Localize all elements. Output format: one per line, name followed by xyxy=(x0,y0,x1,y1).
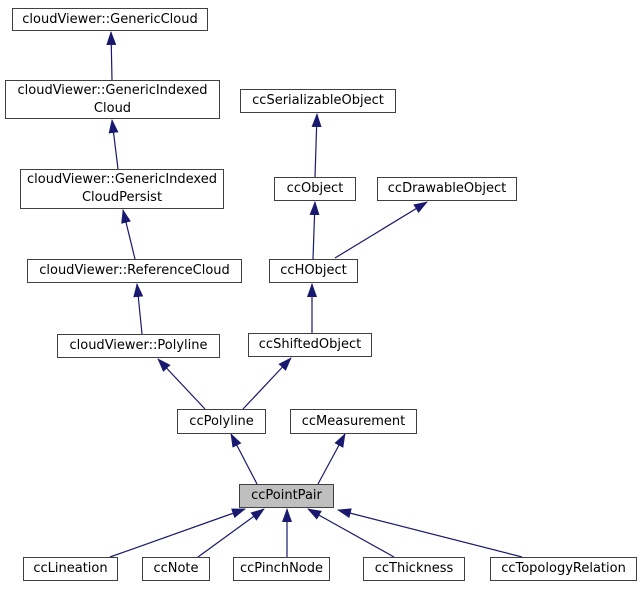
node-label: ccSerializableObject xyxy=(252,93,384,108)
edge-genericindexedcloud-to-genericcloud xyxy=(106,31,117,81)
edge-ccpolyline-to-ccshiftedobject xyxy=(242,357,292,410)
node-ccobject[interactable]: ccObject xyxy=(274,177,356,201)
node-cloudviewer-referencecloud[interactable]: cloudViewer::ReferenceCloud xyxy=(27,259,242,283)
node-ccnote[interactable]: ccNote xyxy=(142,557,210,581)
node-cclineation[interactable]: ccLineation xyxy=(23,557,118,581)
node-label-line2: Cloud xyxy=(93,100,132,116)
edge-polyline-to-referencecloud xyxy=(133,283,144,335)
node-label: ccMeasurement xyxy=(301,413,406,429)
node-label: ccThickness xyxy=(374,561,454,576)
node-label: ccPolyline xyxy=(189,413,254,429)
node-label: cloudViewer::GenericIndexed xyxy=(27,172,217,187)
node-label: cloudViewer::ReferenceCloud xyxy=(39,263,230,278)
node-cloudviewer-polyline[interactable]: cloudViewer::Polyline xyxy=(57,334,220,358)
node-ccdrawableobject[interactable]: ccDrawableObject xyxy=(377,177,517,201)
node-ccpolyline[interactable]: ccPolyline xyxy=(177,409,266,434)
edge-ccpolyline-to-polyline xyxy=(157,358,206,410)
edge-ccpointpair-to-ccpolyline xyxy=(230,433,258,485)
node-cloudviewer-genericindexedcloud[interactable]: cloudViewer::GenericIndexed Cloud xyxy=(5,80,220,119)
edge-ccnote-to-ccpointpair xyxy=(197,508,265,558)
edge-ccpointpair-to-ccmeasurement xyxy=(317,433,346,485)
edge-genericindexedcloudpersist-to-genericindexedcloud xyxy=(108,119,119,170)
edge-cchobject-to-ccdrawableobject xyxy=(334,201,428,259)
node-cloudviewer-genericindexedcloudpersist[interactable]: cloudViewer::GenericIndexed CloudPersist xyxy=(20,169,224,209)
node-label: cloudViewer::GenericIndexed xyxy=(17,82,208,98)
edge-referencecloud-to-genericindexedcloudpersist xyxy=(121,209,136,260)
node-label: ccTopologyRelation xyxy=(501,561,626,576)
node-label: cloudViewer::Polyline xyxy=(69,338,208,353)
edge-cchobject-to-ccobject xyxy=(309,201,320,260)
node-cloudviewer-genericcloud[interactable]: cloudViewer::GenericCloud xyxy=(12,8,208,31)
node-label: cloudViewer::GenericCloud xyxy=(22,11,198,27)
node-label: ccShiftedObject xyxy=(258,337,362,352)
edge-cctopologyrelation-to-ccpointpair xyxy=(337,508,523,558)
node-label-line2: CloudPersist xyxy=(81,190,163,205)
node-label: ccHObject xyxy=(280,263,347,278)
node-label: ccPinchNode xyxy=(239,561,323,576)
node-ccserializableobject[interactable]: ccSerializableObject xyxy=(240,89,396,113)
node-ccpinchnode[interactable]: ccPinchNode xyxy=(233,557,330,581)
node-ccshiftedobject[interactable]: ccShiftedObject xyxy=(248,333,372,357)
edge-ccthickness-to-ccpointpair xyxy=(307,508,395,558)
node-ccpointpair: ccPointPair xyxy=(239,484,334,508)
edge-ccobject-to-ccserializableobject xyxy=(311,113,322,178)
node-ccthickness[interactable]: ccThickness xyxy=(363,557,465,581)
node-label: ccObject xyxy=(286,181,344,196)
node-cctopologyrelation[interactable]: ccTopologyRelation xyxy=(490,557,637,581)
node-label: ccPointPair xyxy=(251,488,322,503)
node-label: ccNote xyxy=(153,561,199,576)
node-ccmeasurement[interactable]: ccMeasurement xyxy=(290,409,417,434)
node-label: ccDrawableObject xyxy=(387,181,507,196)
node-cchobject[interactable]: ccHObject xyxy=(269,259,358,283)
node-label: ccLineation xyxy=(33,561,108,576)
edge-cclineation-to-ccpointpair xyxy=(109,508,246,558)
